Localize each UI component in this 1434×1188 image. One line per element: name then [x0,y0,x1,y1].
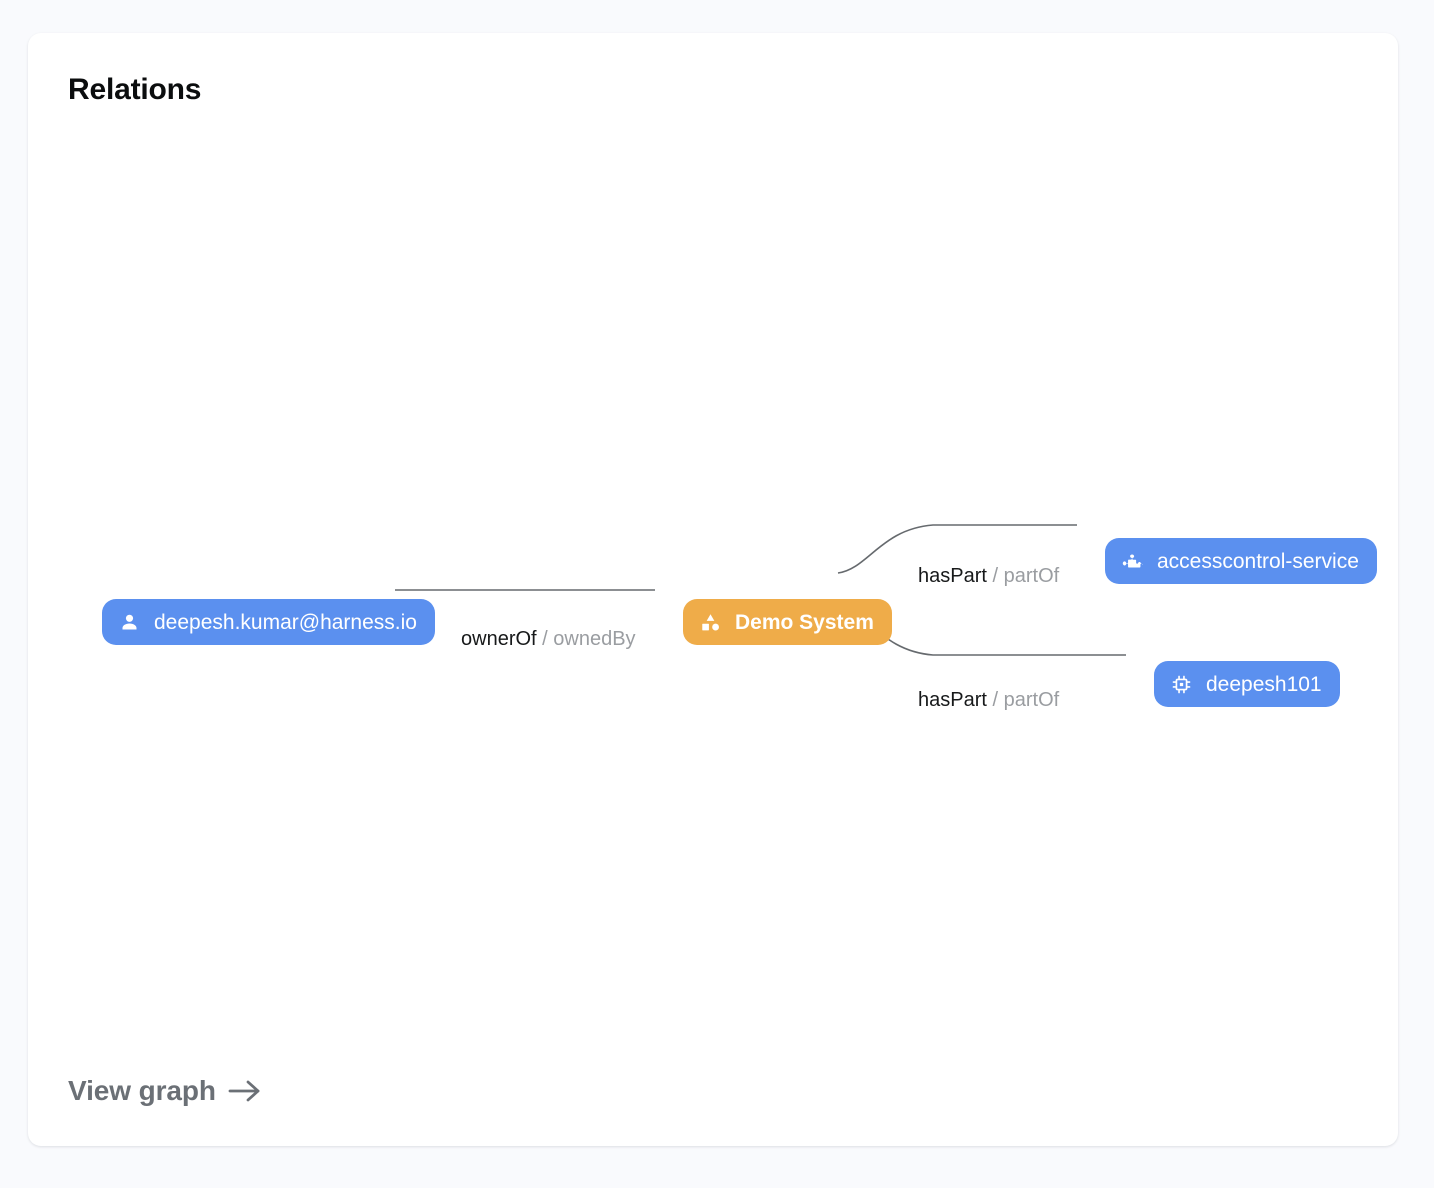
cpu-chip-icon [1170,673,1192,695]
edge-label-owner: ownerOf / ownedBy [461,629,636,649]
relation-forward: hasPart [918,565,987,587]
relation-forward: hasPart [918,689,987,711]
relation-reverse: partOf [1003,565,1060,587]
edge-label-haspart-deepesh101: hasPart / partOf [918,690,1059,710]
graph-node-accesscontrol-service[interactable]: accesscontrol-service [1105,538,1377,584]
arrow-right-icon [228,1078,262,1104]
relations-graph-canvas: deepesh.kumar@harness.io Demo System acc… [28,33,1398,1146]
graph-node-label: Demo System [735,610,874,634]
relation-separator: / [992,565,999,587]
puzzle-piece-icon [1121,550,1143,572]
graph-node-label: deepesh101 [1206,672,1322,696]
graph-node-label: deepesh.kumar@harness.io [154,610,417,634]
view-graph-link[interactable]: View graph [68,1075,262,1107]
view-graph-label: View graph [68,1075,216,1106]
graph-node-system[interactable]: Demo System [683,599,892,645]
relation-separator: / [992,689,999,711]
category-shapes-icon [699,611,721,633]
graph-node-deepesh101[interactable]: deepesh101 [1154,661,1340,707]
graph-edge-layer [395,524,1126,656]
relation-reverse: ownedBy [553,628,636,650]
edge-label-haspart-accesscontrol: hasPart / partOf [918,566,1059,586]
edge-path-haspart-1 [837,524,1077,574]
relations-card: Relations deepesh.kumar@harness.io [28,33,1398,1146]
graph-node-user[interactable]: deepesh.kumar@harness.io [102,599,435,645]
page-title: Relations [68,73,202,106]
relation-reverse: partOf [1003,689,1060,711]
relation-forward: ownerOf [461,628,537,650]
person-icon [118,611,140,633]
graph-node-label: accesscontrol-service [1157,549,1359,573]
relation-separator: / [542,628,548,650]
